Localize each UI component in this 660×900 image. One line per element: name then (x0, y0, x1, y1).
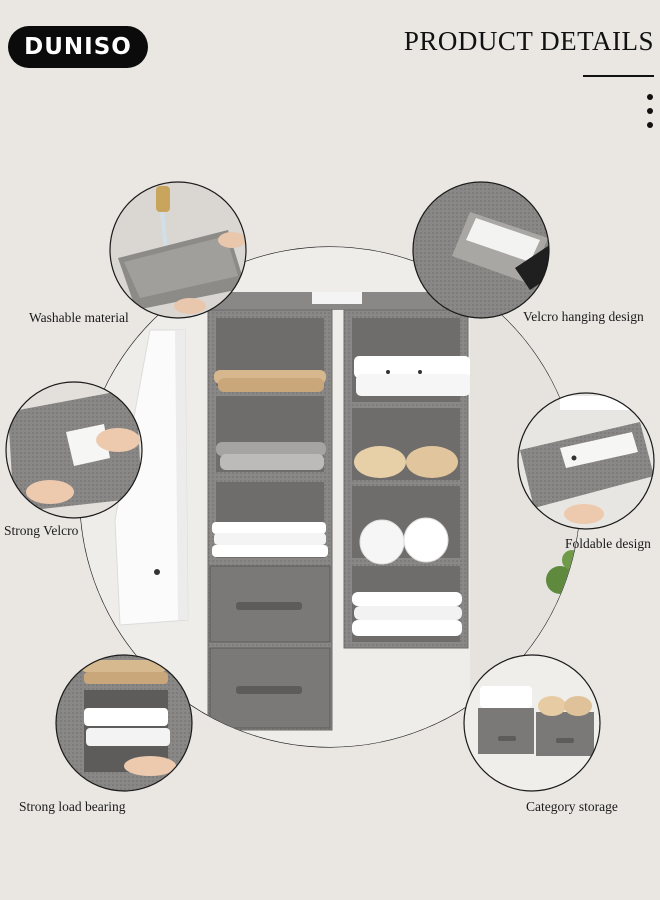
detail-washable-material (109, 181, 247, 319)
brand-logo-text: DUNISO (24, 34, 132, 60)
detail-category-storage (463, 654, 601, 792)
detail-foldable-design (517, 392, 655, 530)
feature-label-load-bearing: Strong load bearing (19, 799, 126, 814)
page-title: PRODUCT DETAILS (403, 26, 654, 56)
detail-strong-load-bearing (55, 654, 193, 792)
title-underline (583, 75, 654, 77)
feature-label-washable: Washable material (29, 310, 129, 325)
feature-label-velcro-hanging: Velcro hanging design (523, 309, 644, 324)
feature-label-category-storage: Category storage (526, 799, 618, 814)
feature-label-foldable: Foldable design (565, 536, 651, 551)
feature-label-strong-velcro: Strong Velcro (4, 523, 79, 538)
brand-logo[interactable]: DUNISO (8, 26, 148, 68)
detail-strong-velcro (5, 381, 143, 519)
detail-velcro-hanging (412, 181, 550, 319)
more-vertical-icon[interactable] (644, 94, 656, 128)
